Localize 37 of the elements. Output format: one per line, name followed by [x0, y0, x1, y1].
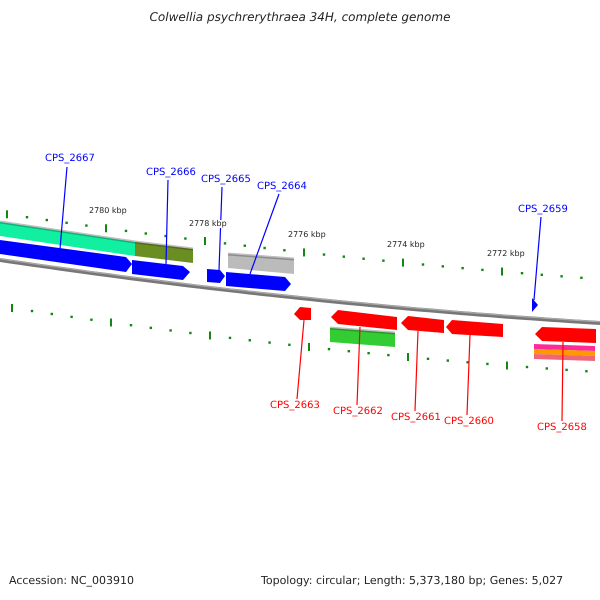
gene-label: CPS_2661 [391, 413, 441, 423]
gene-label: CPS_2659 [518, 205, 568, 215]
gene-feature [532, 298, 538, 312]
gene-label: CPS_2662 [333, 407, 383, 417]
gene-feature [294, 307, 311, 320]
gene-label: CPS_2665 [201, 175, 251, 185]
gene-feature [446, 320, 503, 337]
leader-line [296, 320, 305, 400]
leader-line [59, 166, 68, 250]
scale-label: 2776 kbp [288, 231, 326, 239]
footer-note: Topology: circular; Length: 5,373,180 bp; Genes: 5,027 [261, 575, 564, 586]
gene-label: CPS_2663 [270, 401, 320, 411]
leader-line [561, 342, 564, 421]
leader-line [533, 216, 542, 300]
title: Colwellia psychrerythraea 34H, complete genome [150, 11, 450, 23]
scale-label: 2772 kbp [487, 250, 525, 258]
footer-note: Accession: NC_003910 [9, 575, 134, 586]
gene-feature [331, 310, 397, 330]
gene-feature [401, 316, 444, 333]
gene-feature [132, 260, 190, 280]
leader-line [414, 330, 419, 412]
gene-label: CPS_2667 [45, 154, 95, 164]
gene-feature [0, 240, 132, 272]
gene-label: CPS_2664 [257, 182, 307, 192]
leader-line [356, 326, 361, 406]
leader-line [249, 194, 280, 274]
leader-line [165, 180, 169, 264]
gene-feature [207, 269, 225, 283]
scale-label: 2774 kbp [387, 241, 425, 249]
gene-label: CPS_2666 [146, 168, 196, 178]
leader-line [218, 186, 223, 270]
gene-label: CPS_2658 [537, 423, 587, 433]
gene-label: CPS_2660 [444, 417, 494, 427]
scale-label: 2780 kbp [89, 207, 127, 215]
gene-feature [535, 327, 596, 343]
leader-line [466, 334, 471, 416]
scale-label: 2778 kbp [189, 220, 227, 228]
